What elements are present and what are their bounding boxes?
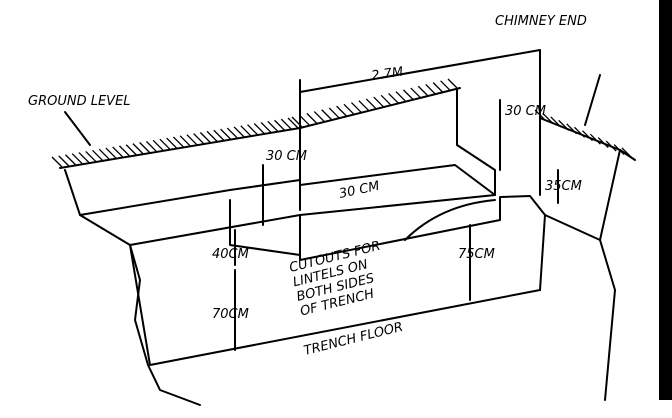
hatch-mark [274,119,285,131]
hatch-mark [172,136,184,148]
hatch-mark [247,124,259,136]
hatch-mark [358,100,370,112]
ground-arrow [64,111,91,146]
hatch-mark [186,134,198,146]
hatch-mark [287,117,299,129]
hatch-mark [267,120,279,132]
hatch-mark [78,152,90,164]
front-wall [129,244,541,366]
hatch-mark [280,118,292,130]
hatch-mark [105,147,117,159]
hatch-mark [193,133,205,145]
hatch-mark [253,123,265,135]
hatch-mark [51,156,63,168]
step-width-label: 30 CM [338,179,381,202]
leader-cutouts [404,199,496,241]
right-border-bar [659,0,672,400]
hatch-mark [91,149,103,161]
length-label: 2.7M [370,65,404,84]
hatch-mark [166,137,178,149]
hatch-mark [118,145,130,157]
hatch-mark [220,128,232,140]
hatch-mark [139,142,151,153]
hatch-mark [365,98,377,110]
chimney-arrow [584,74,601,126]
hatch-mark [98,148,110,160]
cutout-depth-label: 40CM [212,247,249,262]
hatch-mark [425,83,437,95]
hatch-mark [447,78,459,90]
hatch-mark [380,94,392,106]
hatch-mark [388,93,400,104]
hatch-mark [226,127,238,139]
hatch-mark [240,125,252,137]
hatch-mark [112,146,124,158]
hatch-mark [298,114,310,126]
hatch-mark [85,150,97,162]
hatch-mark [336,105,348,117]
hatch-mark [410,87,422,99]
hatch-mark [65,154,76,166]
top-left-width-label: 30 CM [266,149,307,164]
hatch-mark [152,139,164,151]
hatch-mark [145,140,157,152]
hatch-mark [432,82,444,94]
ground-right-edge [539,117,636,161]
left-block [64,169,301,216]
ground-level-label: GROUND LEVEL [28,94,131,109]
hatch-mark [402,89,414,101]
cutouts-note: CUTOUTS FOR LINTELS ON BOTH SIDES OF TRE… [288,239,382,320]
top-right-width-label: 30 CM [505,104,546,119]
right-depth-label: 75CM [458,247,495,262]
hatch-mark [58,155,70,167]
hatch-mark [373,96,385,108]
hatch-mark [125,144,137,156]
hatch-mark [417,85,429,97]
hatch-mark [313,111,325,123]
step-top [299,164,496,216]
hatch-mark [350,102,362,113]
hatch-mark [440,80,452,92]
left-depth-label: 70CM [212,307,249,322]
hatch-mark [233,126,245,138]
right-step-height-label: 35CM [545,179,582,194]
hatch-mark [395,91,407,103]
left-edge [129,244,201,406]
step-front [229,199,301,256]
hatch-mark [306,112,318,124]
hatch-mark [71,153,83,165]
hatch-mark [328,107,340,119]
hatching [51,78,633,168]
right-wall [544,214,616,401]
hatch-mark [199,132,211,143]
step-upper [456,144,496,196]
hatch-mark [179,135,191,147]
chimney-end-label: CHIMNEY END [495,14,587,29]
hatch-mark [260,121,272,133]
hatch-mark [132,143,144,155]
right-ground-wall [599,149,621,241]
left-wall [79,214,301,246]
dim-length [299,49,541,93]
hatch-mark [213,129,225,141]
hatch-mark [159,138,171,150]
hatch-mark [343,103,355,115]
hatch-mark [321,109,333,121]
hatch-mark [206,130,218,142]
